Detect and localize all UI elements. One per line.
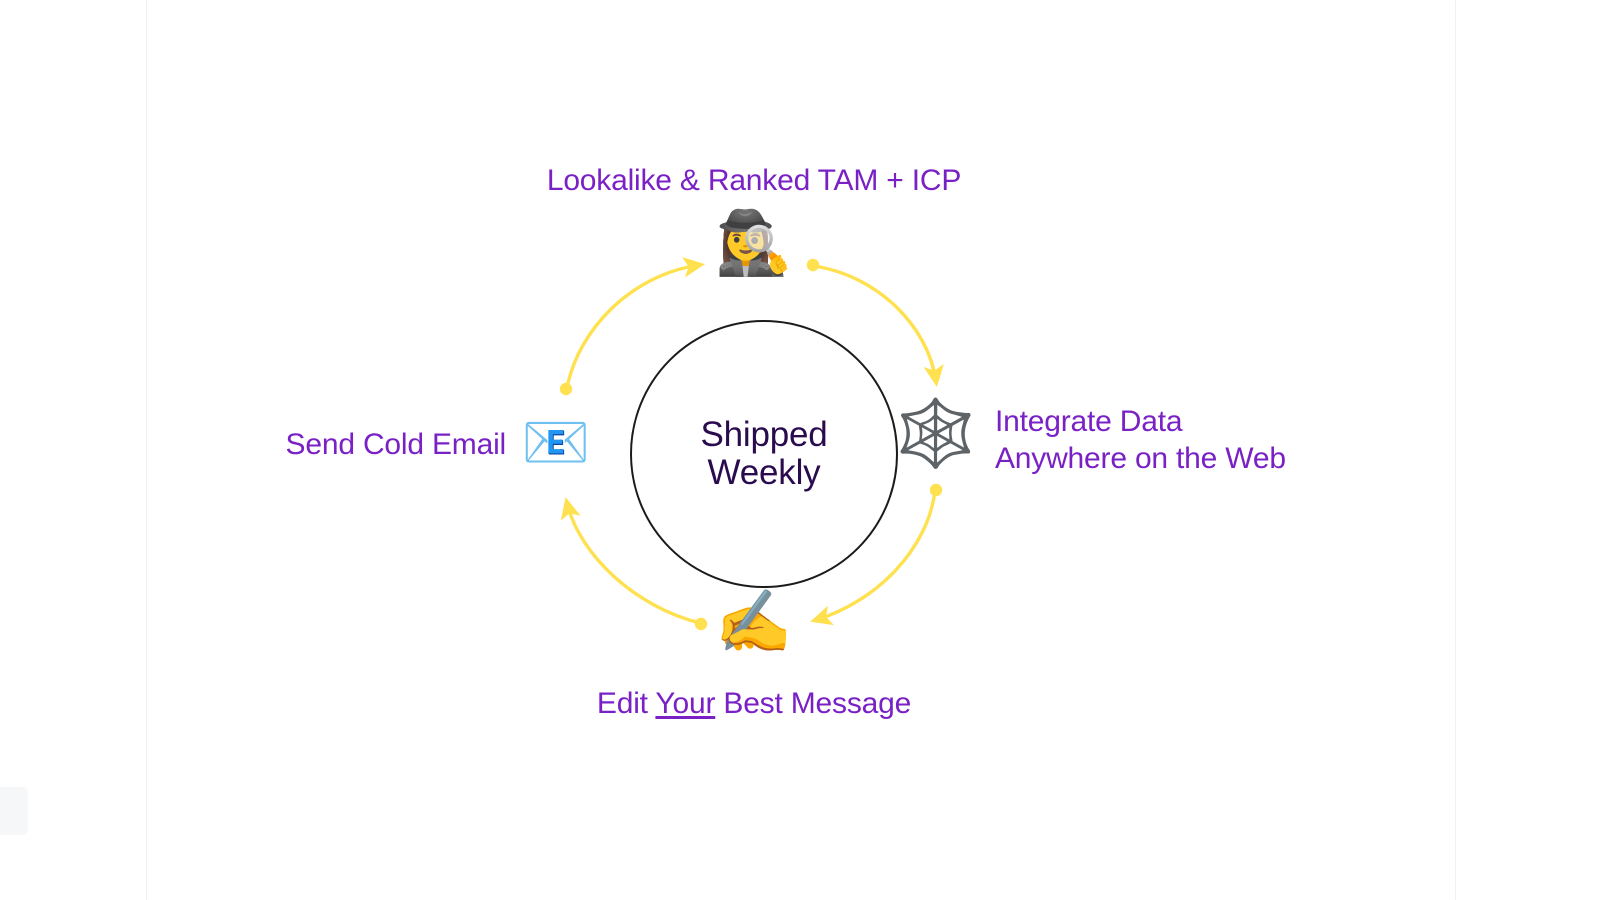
node-label-research: Lookalike & Ranked TAM + ICP xyxy=(546,164,962,197)
center-circle: Shipped Weekly xyxy=(630,320,898,588)
node-label-edit-prefix: Edit xyxy=(596,687,656,720)
arrow-research-to-integrate xyxy=(806,258,944,388)
node-label-edit-emphasis: Your xyxy=(655,687,716,720)
cycle-diagram: Shipped Weekly 🕵️‍♀️ 🕸️ ✍️ 📧 Lookalike &… xyxy=(146,0,1456,900)
slide-left-edge xyxy=(146,0,147,900)
writing-hand-icon: ✍️ xyxy=(715,588,793,657)
node-label-send: Send Cold Email xyxy=(285,428,507,461)
arrow-integrate-to-edit xyxy=(810,483,943,626)
slide-right-edge xyxy=(1455,0,1456,900)
node-label-integrate: Integrate Data Anywhere on the Web xyxy=(995,405,1286,475)
arrow-edit-to-send xyxy=(560,497,708,631)
email-icon: 📧 xyxy=(521,411,591,473)
spider-web-icon: 🕸️ xyxy=(894,396,978,470)
node-label-edit-suffix: Best Message xyxy=(715,687,912,720)
corner-placeholder-chip xyxy=(0,787,28,835)
detective-icon: 🕵️‍♀️ xyxy=(715,209,793,278)
center-label: Shipped Weekly xyxy=(700,415,828,492)
node-label-edit: Edit Your Best Message xyxy=(354,686,1154,723)
cycle-arrow-arcs xyxy=(559,257,944,631)
arrow-send-to-research xyxy=(559,257,706,396)
